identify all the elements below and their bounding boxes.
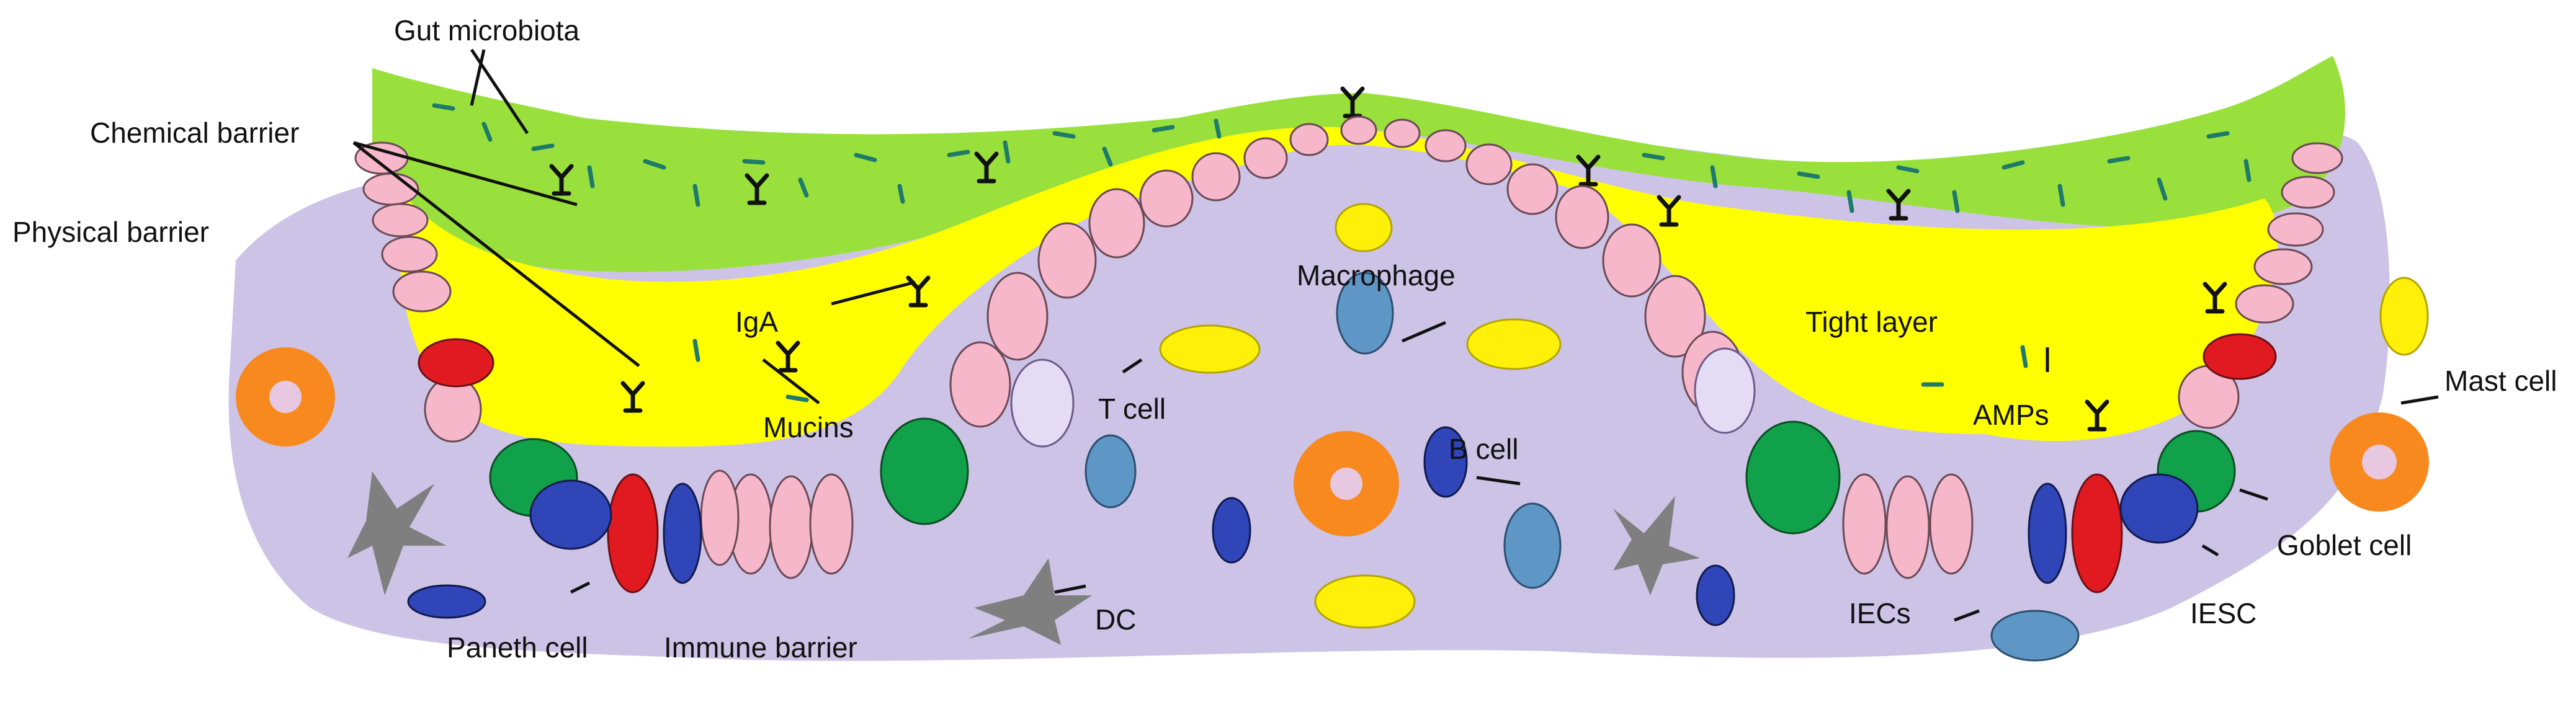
label-gut-microbiota: Gut microbiota (394, 14, 580, 47)
label-macrophage: Macrophage (1297, 259, 1456, 291)
mast-cells (236, 347, 2429, 536)
label-chemical-barrier: Chemical barrier (90, 117, 299, 149)
label-dc: DC (1095, 603, 1136, 636)
macrophages (1085, 272, 2080, 662)
label-t-cell: T cell (1098, 393, 1166, 425)
inner-mucus-layer (397, 127, 2278, 447)
paneth-cells (418, 333, 2277, 593)
label-iesc: IESC (2190, 597, 2256, 629)
label-amps: AMPs (1973, 399, 2049, 431)
epithelial-outline-cells (1010, 347, 1756, 448)
dendritic-cells (347, 471, 1700, 645)
label-iecs: IECs (1849, 597, 1911, 629)
annotation-arrows (352, 48, 2439, 622)
label-iga: IgA (735, 306, 778, 338)
label-mast-cell: Mast cell (2444, 365, 2557, 397)
label-tight-layer: Tight layer (1805, 306, 1938, 338)
t-cells (1159, 203, 2429, 629)
label-goblet-cell: Goblet cell (2277, 529, 2412, 561)
label-immune-barrier: Immune barrier (664, 631, 857, 664)
label-paneth-cell: Paneth cell (447, 631, 588, 664)
label-physical-barrier: Physical barrier (12, 216, 209, 248)
gut-microbiota-bacteria (432, 103, 2252, 402)
epithelial-cells-right (1384, 118, 2343, 579)
outer-mucus-layer (372, 56, 2345, 272)
label-b-cell: B cell (1449, 433, 1518, 465)
epithelial-cells-left (354, 115, 1377, 579)
label-mucins: Mucins (763, 411, 854, 443)
stem-cells (407, 426, 2199, 626)
